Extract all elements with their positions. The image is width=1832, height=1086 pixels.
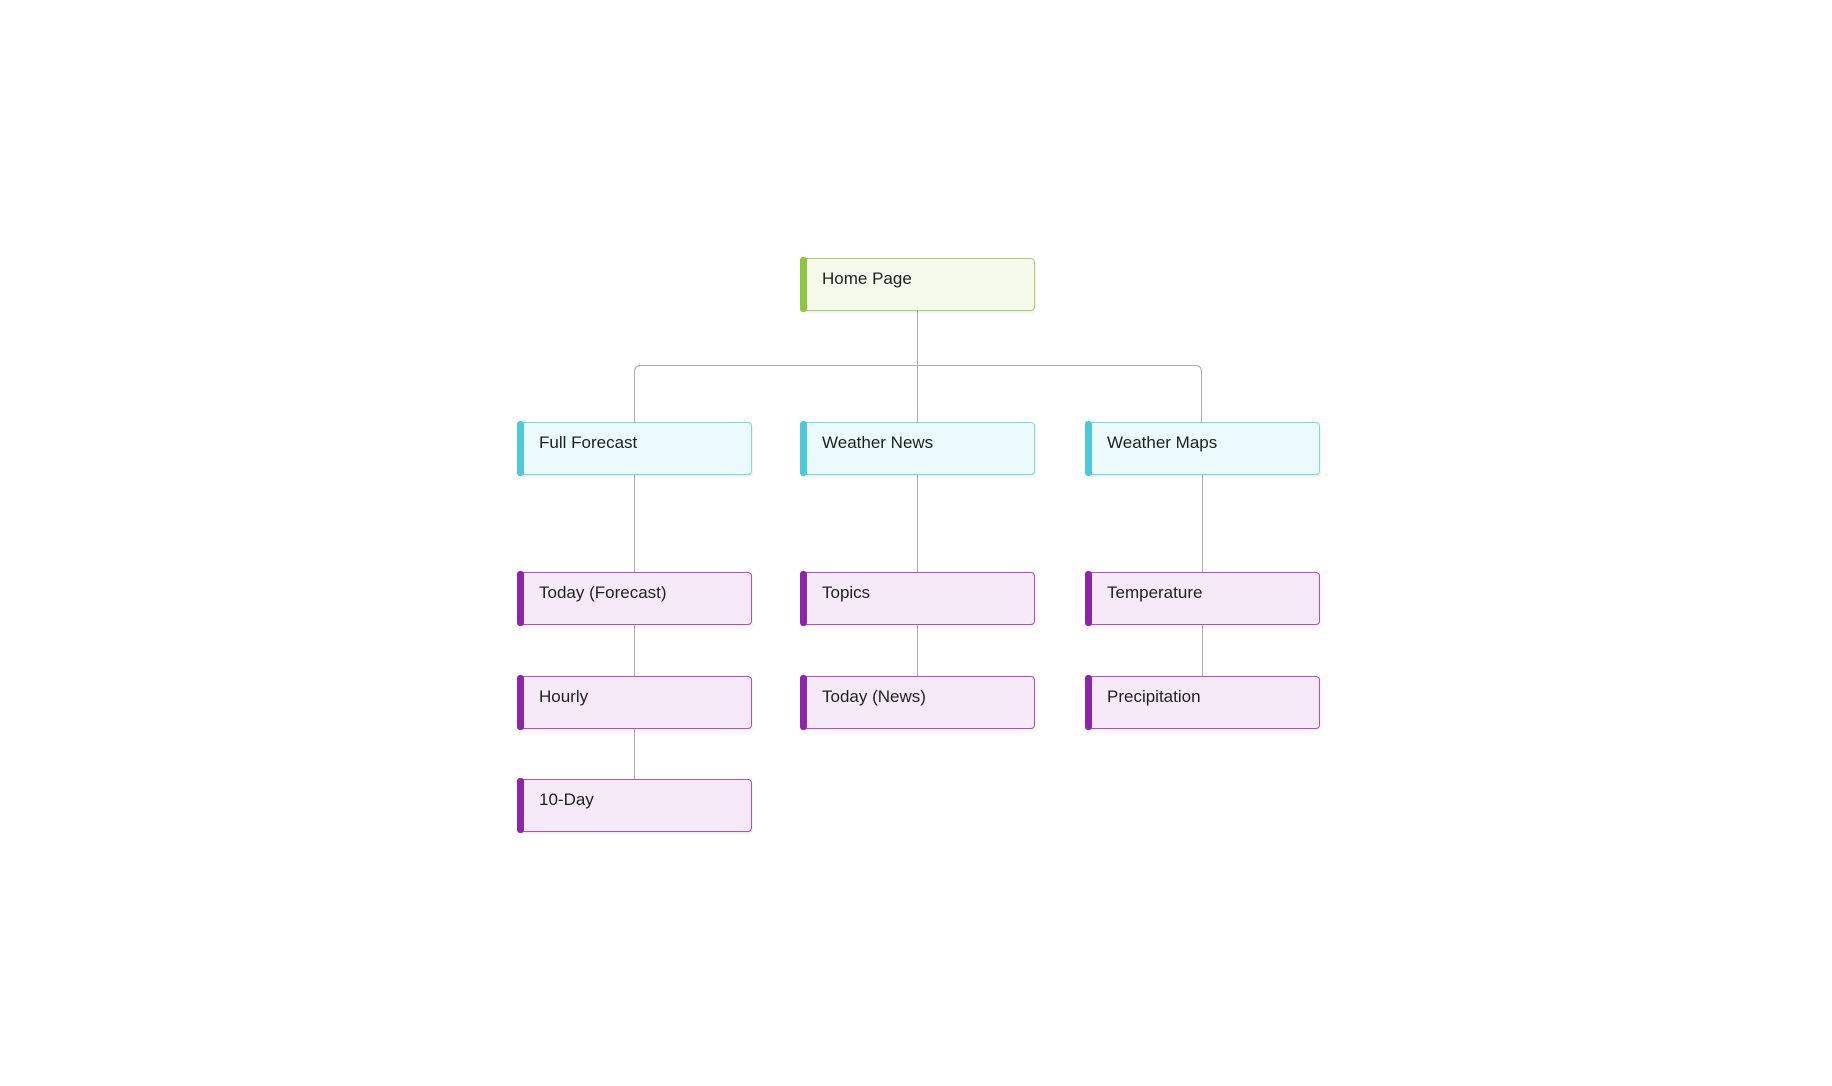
node-today-news[interactable]: Today (News): [800, 675, 1035, 730]
node-weather-news[interactable]: Weather News: [800, 421, 1035, 476]
node-label: Full Forecast: [539, 433, 638, 452]
node-home-page[interactable]: Home Page: [800, 257, 1035, 312]
accent-bar: [517, 778, 524, 833]
node-full-forecast[interactable]: Full Forecast: [517, 421, 752, 476]
connector-weathernews-topics: [917, 475, 918, 572]
node-precipitation[interactable]: Precipitation: [1085, 675, 1320, 730]
node-label: 10-Day: [539, 790, 594, 809]
accent-bar: [1085, 571, 1092, 626]
node-label: Today (Forecast): [539, 583, 667, 602]
connector-today-hourly: [634, 625, 635, 676]
connector-temperature-precipitation: [1202, 625, 1203, 676]
node-hourly[interactable]: Hourly: [517, 675, 752, 730]
node-label: Today (News): [822, 687, 926, 706]
connector-weathermaps-temperature: [1202, 475, 1203, 572]
accent-bar: [517, 571, 524, 626]
node-temperature[interactable]: Temperature: [1085, 571, 1320, 626]
accent-bar: [800, 571, 807, 626]
node-label: Temperature: [1107, 583, 1203, 602]
accent-bar: [1085, 421, 1092, 476]
accent-bar: [1085, 675, 1092, 730]
connector-topics-todaynews: [917, 625, 918, 676]
node-label: Home Page: [822, 269, 912, 288]
node-ten-day[interactable]: 10-Day: [517, 778, 752, 833]
node-weather-maps[interactable]: Weather Maps: [1085, 421, 1320, 476]
connector-root-stem: [917, 311, 918, 422]
connector-full-forecast-today: [634, 475, 635, 572]
connector-branch-bracket: [634, 365, 1202, 422]
node-topics[interactable]: Topics: [800, 571, 1035, 626]
accent-bar: [517, 675, 524, 730]
node-label: Weather Maps: [1107, 433, 1218, 452]
node-label: Precipitation: [1107, 687, 1201, 706]
accent-bar: [517, 421, 524, 476]
node-label: Weather News: [822, 433, 934, 452]
node-today-forecast[interactable]: Today (Forecast): [517, 571, 752, 626]
accent-bar: [800, 257, 807, 312]
node-label: Topics: [822, 583, 871, 602]
accent-bar: [800, 421, 807, 476]
accent-bar: [800, 675, 807, 730]
connector-hourly-tenday: [634, 729, 635, 779]
node-label: Hourly: [539, 687, 589, 706]
